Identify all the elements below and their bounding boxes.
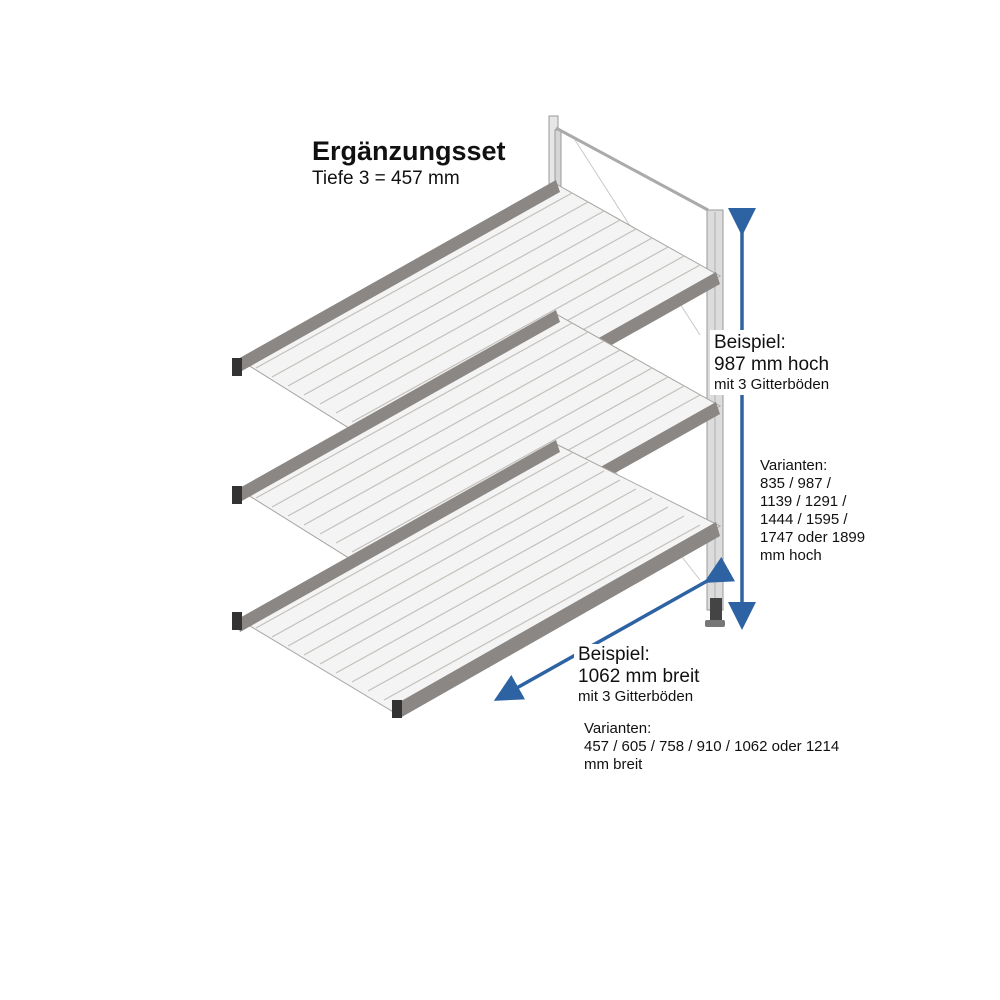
height-variants-line: 835 / 987 / bbox=[760, 475, 831, 492]
width-example-value: 1062 mm breit bbox=[578, 666, 700, 687]
width-example-label: Beispiel: 1062 mm breit mit 3 Gitterböde… bbox=[574, 644, 704, 705]
width-variants-line: mm breit bbox=[584, 756, 643, 773]
height-example-note: mit 3 Gitterböden bbox=[714, 376, 830, 393]
width-arrow bbox=[493, 556, 736, 701]
height-variants-line: 1444 / 1595 / bbox=[760, 511, 848, 528]
height-variants-line: 1747 oder 1899 bbox=[760, 529, 866, 546]
width-example-note: mit 3 Gitterböden bbox=[578, 688, 694, 705]
height-variants: Varianten: 835 / 987 / 1139 / 1291 / 144… bbox=[760, 457, 865, 565]
height-variants-heading: Varianten: bbox=[760, 457, 828, 474]
width-example-heading: Beispiel: bbox=[578, 644, 650, 665]
width-variants-heading: Varianten: bbox=[584, 720, 652, 737]
width-variants: Varianten: 457 / 605 / 758 / 910 / 1062 … bbox=[584, 720, 839, 774]
page-title: Ergänzungsset bbox=[312, 136, 506, 166]
height-example-heading: Beispiel: bbox=[714, 332, 786, 353]
height-example-value: 987 mm hoch bbox=[714, 354, 830, 375]
height-variants-line: mm hoch bbox=[760, 547, 822, 564]
height-variants-line: 1139 / 1291 / bbox=[760, 493, 847, 510]
height-example-label: Beispiel: 987 mm hoch mit 3 Gitterböden bbox=[710, 330, 834, 395]
width-variants-line: 457 / 605 / 758 / 910 / 1062 oder 1214 bbox=[584, 738, 840, 755]
depth-subtitle: Tiefe 3 = 457 mm bbox=[312, 168, 460, 189]
